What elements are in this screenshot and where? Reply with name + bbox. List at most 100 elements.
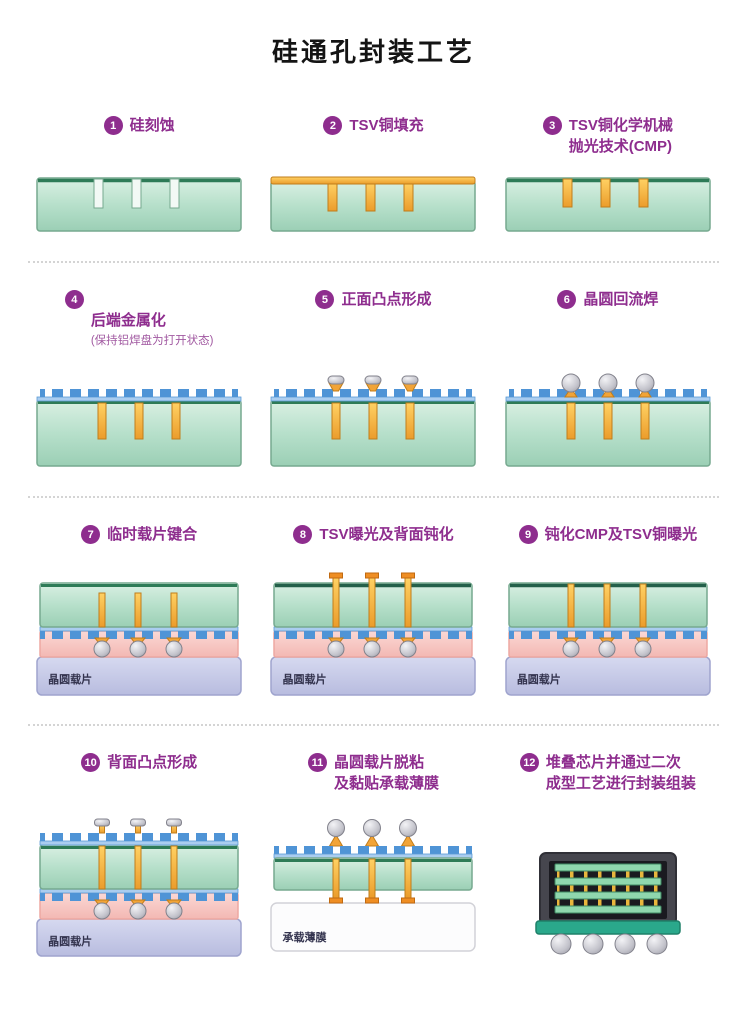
row-separator (28, 496, 719, 499)
step-head: 12 堆叠芯片并通过二次 成型工艺进行封装组装 (491, 752, 725, 816)
step-number-badge: 2 (323, 116, 343, 135)
solder-balls (562, 637, 652, 658)
illustration-tsv-reveal-passivation: 晶圆载片 (268, 570, 478, 698)
step-header: 8 TSV曝光及背面钝化 (293, 524, 454, 570)
process-row-2: 4 后端金属化 (保持铝焊盘为打开状态) (22, 289, 725, 470)
step-head: 9 钝化CMP及TSV铜曝光 (491, 524, 725, 570)
step-number-badge: 5 (315, 290, 335, 309)
copper-vias (98, 592, 178, 628)
copper-vias (98, 845, 178, 890)
step-title: 硅刻蚀 (129, 117, 175, 134)
process-row-1: 1 硅刻蚀 (22, 115, 725, 235)
metal-redistribution-layer (274, 626, 473, 640)
metal-redistribution-layer (508, 626, 708, 640)
illustration-front-bump (268, 370, 478, 470)
metal-redistribution-layer (36, 389, 242, 402)
step-title: 正面凸点形成 (341, 291, 432, 308)
step-title: TSV铜填充 (349, 117, 424, 134)
row-separator (28, 724, 719, 727)
illustration-stacked-package (523, 848, 693, 958)
solder-bumps (327, 375, 419, 392)
step-head: 2 TSV铜填充 (256, 115, 490, 171)
step-header: 4 后端金属化 (保持铝焊盘为打开状态) (64, 289, 214, 370)
step-title: 晶圆载片脱粘 及黏贴承载薄膜 (333, 754, 439, 793)
metal-redistribution-layer (39, 626, 239, 640)
copper-vias (566, 402, 650, 440)
step-head: 11 晶圆载片脱粘 及黏贴承载薄膜 (256, 752, 490, 816)
step-number-badge: 1 (103, 116, 123, 135)
step-title: 临时载片键合 (107, 526, 198, 544)
step-title-text: 后端金属化 (90, 312, 166, 329)
backside-bumps (94, 818, 183, 834)
carrier-film-label: 承载薄膜 (282, 932, 327, 945)
copper-vias (329, 858, 416, 904)
process-row-4: 10 背面凸点形成 (22, 752, 725, 958)
step-number-badge: 12 (519, 753, 539, 773)
wafer-carrier-label: 晶圆载片 (48, 936, 93, 949)
step-title: 背面凸点形成 (107, 754, 198, 772)
step-head: 3 TSV铜化学机械 抛光技术(CMP) (491, 115, 725, 171)
step-header: 1 硅刻蚀 (103, 115, 175, 171)
step-cell-2: 2 TSV铜填充 (256, 115, 490, 235)
step-title: 晶圆回流焊 (583, 291, 659, 308)
step-number-badge: 10 (81, 753, 101, 773)
step-header: 9 钝化CMP及TSV铜曝光 (518, 524, 698, 570)
solder-balls (327, 819, 418, 847)
step-cell-5: 5 正面凸点形成 (256, 289, 490, 470)
bga-solder-balls (550, 933, 668, 955)
step-cell-3: 3 TSV铜化学机械 抛光技术(CMP) (491, 115, 725, 235)
step-number-badge: 6 (557, 290, 577, 309)
stacked-dies (554, 863, 662, 914)
step-subtitle: (保持铝焊盘为打开状态) (90, 335, 214, 347)
etched-trenches (93, 178, 180, 209)
step-title: TSV铜化学机械 抛光技术(CMP) (568, 117, 673, 155)
step-cell-1: 1 硅刻蚀 (22, 115, 256, 235)
step-head: 8 TSV曝光及背面钝化 (256, 524, 490, 570)
step-header: 7 临时载片键合 (81, 524, 197, 570)
step-header: 3 TSV铜化学机械 抛光技术(CMP) (542, 115, 673, 171)
step-title: 钝化CMP及TSV铜曝光 (544, 526, 698, 544)
step-head: 10 背面凸点形成 (22, 752, 256, 816)
illustration-tsv-copper-fill (268, 171, 478, 235)
substrate (535, 920, 681, 935)
copper-overburden-layer (270, 176, 476, 185)
metal-redistribution-layer (271, 389, 476, 402)
step-cell-8: 8 TSV曝光及背面钝化 (256, 524, 490, 698)
step-number-badge: 8 (293, 525, 313, 545)
exposed-copper-vias (329, 572, 416, 628)
step-title: TSV曝光及背面钝化 (319, 526, 454, 544)
step-head: 5 正面凸点形成 (256, 289, 490, 363)
solder-balls (93, 637, 183, 658)
step-cell-7: 7 临时载片键合 (22, 524, 256, 698)
illustration-copper-cmp (503, 171, 713, 235)
wafer-carrier-label: 晶圆载片 (516, 674, 561, 687)
process-row-3: 7 临时载片键合 (22, 524, 725, 698)
step-cell-9: 9 钝化CMP及TSV铜曝光 (491, 524, 725, 698)
illustration-silicon-etch (34, 171, 244, 235)
backside-metal-layer (39, 833, 239, 846)
page-title: 硅通孔封装工艺 (271, 37, 475, 67)
step-title: 堆叠芯片并通过二次 成型工艺进行封装组装 (545, 754, 696, 793)
illustration-temporary-bonding: 晶圆载片 (34, 570, 244, 698)
illustration-backend-metallization (34, 370, 244, 470)
step-number-badge: 4 (64, 290, 84, 309)
wafer-carrier-label: 晶圆载片 (48, 674, 93, 687)
exposed-copper-vias (567, 583, 647, 628)
row-separator (28, 261, 719, 263)
step-cell-6: 6 晶圆回流焊 (491, 289, 725, 470)
illustration-debond-film-attach: 承载薄膜 (268, 816, 478, 958)
illustration-passivation-cmp: 晶圆载片 (503, 570, 713, 698)
wafer-carrier-label: 晶圆载片 (282, 674, 327, 687)
step-number-badge: 3 (542, 116, 562, 135)
copper-vias (331, 402, 415, 440)
step-head: 4 后端金属化 (保持铝焊盘为打开状态) (22, 289, 256, 370)
step-cell-12: 12 堆叠芯片并通过二次 成型工艺进行封装组装 (491, 752, 725, 958)
metal-redistribution-layer (39, 888, 239, 902)
step-cell-11: 11 晶圆载片脱粘 及黏贴承载薄膜 (256, 752, 490, 958)
solder-balls (561, 373, 655, 398)
step-header: 11 晶圆载片脱粘 及黏贴承载薄膜 (307, 752, 439, 816)
illustration-wafer-reflow (503, 370, 713, 470)
step-header: 10 背面凸点形成 (81, 752, 197, 816)
illustration-backside-bump: 晶圆载片 (34, 816, 244, 958)
step-head: 7 临时载片键合 (22, 524, 256, 570)
